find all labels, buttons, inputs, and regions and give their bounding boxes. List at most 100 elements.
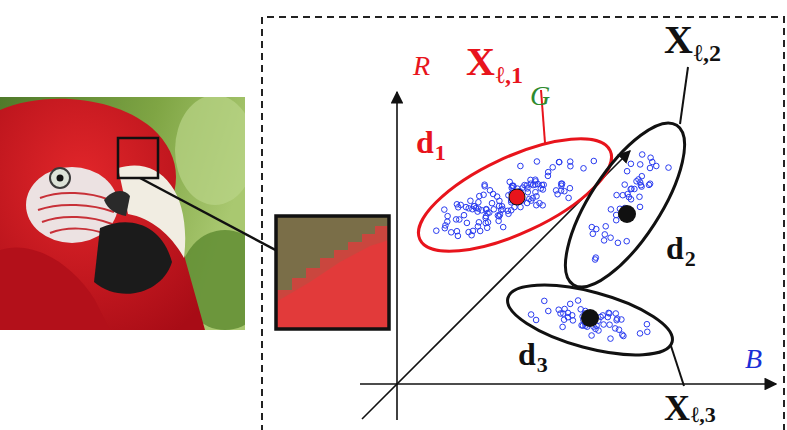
data-point — [455, 233, 461, 239]
data-point — [613, 217, 619, 223]
data-point — [644, 321, 650, 327]
data-point — [639, 173, 645, 179]
data-point — [590, 231, 596, 237]
data-point — [560, 324, 566, 330]
data-point — [566, 195, 572, 201]
data-point — [555, 191, 561, 197]
data-point — [473, 205, 479, 211]
leader-line — [680, 67, 688, 124]
data-point — [589, 224, 595, 230]
data-point — [434, 228, 440, 234]
data-point — [499, 204, 505, 210]
data-point — [481, 192, 487, 198]
data-point — [500, 224, 506, 230]
data-point — [624, 238, 630, 244]
data-point — [612, 326, 618, 332]
data-point — [637, 162, 643, 168]
data-point — [557, 159, 563, 165]
data-point — [518, 163, 524, 169]
data-point — [620, 192, 626, 198]
data-point — [528, 312, 534, 318]
data-point — [628, 186, 634, 192]
data-point — [602, 232, 608, 238]
data-point — [487, 188, 493, 194]
data-point — [442, 207, 448, 213]
data-point — [550, 165, 556, 171]
cluster-name: X — [664, 20, 693, 60]
data-point — [603, 224, 609, 230]
patch-red — [276, 216, 389, 329]
data-point — [490, 191, 496, 197]
data-point — [506, 211, 512, 217]
data-point — [567, 301, 573, 307]
background-blur — [175, 97, 245, 205]
parrot-neck — [0, 247, 110, 330]
data-point — [620, 332, 626, 338]
cluster-center — [581, 309, 599, 327]
data-point — [637, 204, 643, 210]
cluster-ellipse — [501, 271, 680, 369]
data-point — [525, 186, 531, 192]
data-point — [546, 308, 552, 314]
data-point — [581, 166, 587, 172]
data-point — [510, 183, 516, 189]
data-point — [466, 229, 472, 235]
data-point — [556, 159, 562, 165]
cluster-center — [509, 189, 525, 205]
beak-base — [104, 191, 130, 216]
cluster-subscript: ℓ,1 — [496, 63, 523, 87]
data-point — [592, 257, 598, 263]
data-point — [645, 329, 651, 335]
atom-name: d — [666, 232, 684, 264]
data-point — [537, 200, 543, 206]
data-point — [448, 230, 454, 236]
cluster-name: X — [664, 390, 690, 426]
zoomed-patch — [276, 216, 389, 329]
data-point — [468, 198, 474, 204]
data-point — [613, 311, 619, 317]
data-point — [533, 317, 539, 323]
parrot-pupil — [57, 175, 64, 182]
data-point — [596, 328, 602, 334]
data-point — [616, 327, 622, 333]
cluster-ellipse — [544, 106, 706, 303]
cluster-subscript: ℓ,3 — [691, 404, 716, 426]
data-point — [457, 217, 463, 223]
data-point — [601, 238, 607, 244]
axis-label: R — [413, 52, 430, 80]
axis-label: B — [745, 345, 762, 373]
atom-name: d — [518, 338, 536, 370]
data-point — [626, 194, 632, 200]
data-point — [445, 213, 451, 219]
data-point — [591, 158, 597, 164]
data-point — [461, 212, 467, 218]
data-point — [637, 331, 643, 337]
data-point — [608, 235, 614, 241]
data-point — [628, 161, 634, 167]
data-point — [567, 185, 573, 191]
r-axis — [396, 92, 398, 420]
data-point — [558, 181, 564, 187]
data-point — [589, 333, 595, 339]
lower-beak — [94, 222, 172, 293]
data-point — [539, 182, 545, 188]
data-point — [545, 173, 551, 179]
data-point — [605, 314, 611, 320]
data-point — [654, 163, 660, 169]
parrot-eye — [50, 168, 70, 188]
data-point — [614, 192, 620, 198]
patch-marker — [118, 138, 158, 178]
data-point — [622, 182, 628, 188]
data-point — [482, 184, 488, 190]
data-point — [608, 207, 614, 213]
patch-edge — [276, 226, 389, 302]
data-point — [534, 159, 540, 165]
data-point — [648, 155, 654, 161]
cluster-subscript: ℓ,2 — [694, 41, 721, 65]
data-point — [533, 189, 539, 195]
data-point — [483, 207, 489, 213]
data-point — [489, 200, 495, 206]
data-point — [458, 202, 464, 208]
atom-subscript: 3 — [537, 354, 548, 376]
